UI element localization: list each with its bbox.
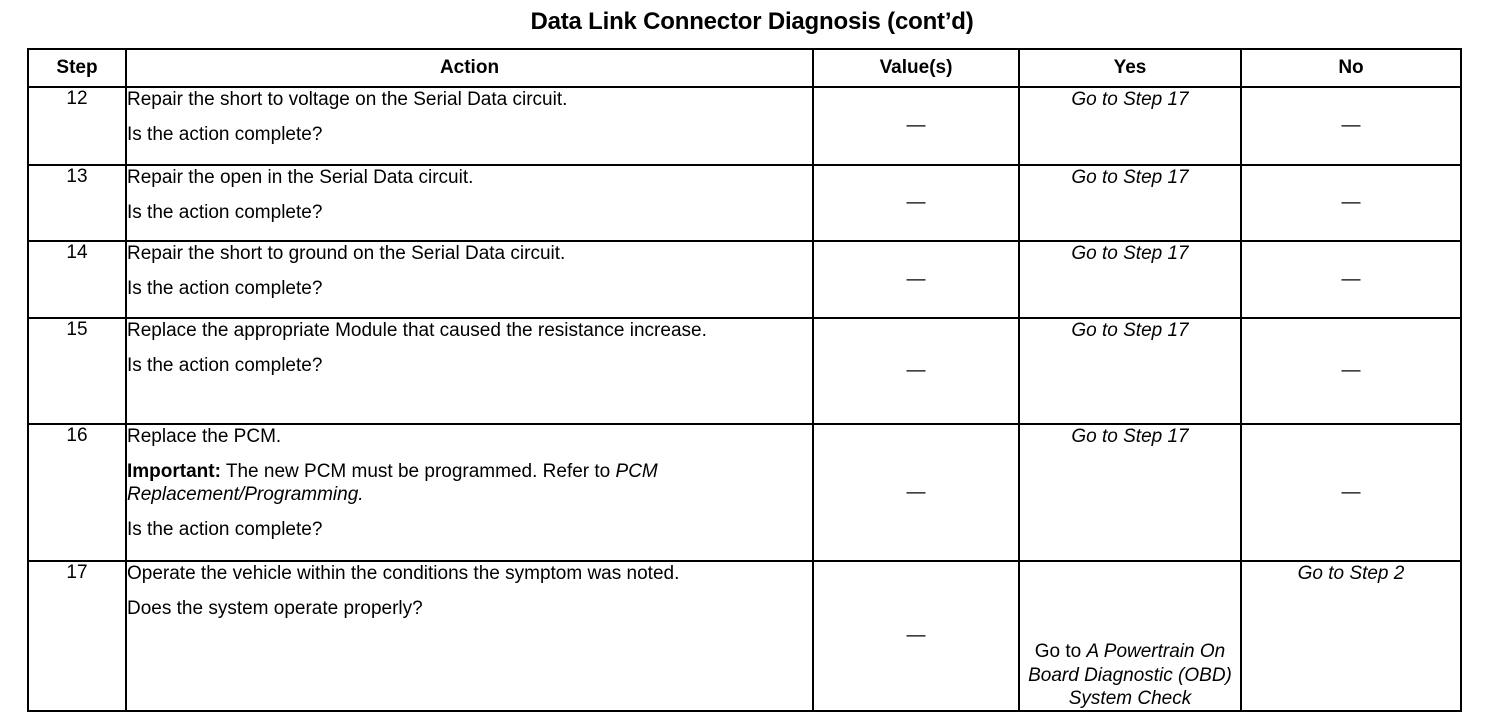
action-text: Repair the short to voltage on the Seria…	[127, 89, 568, 110]
column-header-value: Value(s)	[812, 48, 1020, 88]
action-text: Replace the appropriate Module that caus…	[127, 320, 707, 341]
value-cell: —	[812, 317, 1020, 425]
action-question: Is the action complete?	[127, 518, 323, 540]
important-label: Important:	[127, 460, 221, 482]
table-header-row: Step Action Value(s) Yes No	[27, 48, 1462, 88]
no-cell: Go to Step 2	[1240, 560, 1462, 712]
action-text: Operate the vehicle within the condition…	[127, 563, 680, 584]
value-cell: —	[812, 240, 1020, 319]
yes-cell: Go to Step 17	[1018, 317, 1242, 425]
yes-cell: Go to Step 17	[1018, 164, 1242, 242]
no-cell: —	[1240, 240, 1462, 319]
yes-cell: Go to Step 17	[1018, 423, 1242, 562]
value-cell: —	[812, 560, 1020, 712]
action-cell: Operate the vehicle within the condition…	[125, 560, 814, 712]
action-question: Is the action complete?	[127, 277, 323, 299]
action-cell: Replace the appropriate Module that caus…	[125, 317, 814, 425]
action-cell: Repair the open in the Serial Data circu…	[125, 164, 814, 242]
column-header-no: No	[1240, 48, 1462, 88]
no-cell: —	[1240, 423, 1462, 562]
action-question: Is the action complete?	[127, 354, 323, 376]
column-header-action: Action	[125, 48, 814, 88]
no-cell: —	[1240, 164, 1462, 242]
no-cell: —	[1240, 86, 1462, 166]
action-question: Is the action complete?	[127, 201, 323, 223]
step-number: 14	[27, 240, 127, 319]
action-text: Repair the short to ground on the Serial…	[127, 243, 566, 264]
no-cell: —	[1240, 317, 1462, 425]
important-reference: PCM Replacement/Programming.	[127, 460, 658, 506]
value-cell: —	[812, 86, 1020, 166]
table-row: 14 Repair the short to ground on the Ser…	[27, 240, 1462, 319]
step-number: 12	[27, 86, 127, 166]
table-row: 12 Repair the short to voltage on the Se…	[27, 86, 1462, 166]
table-row: 17 Operate the vehicle within the condit…	[27, 560, 1462, 712]
yes-cell: Go to Step 17	[1018, 86, 1242, 166]
table-row: 13 Repair the open in the Serial Data ci…	[27, 164, 1462, 242]
step-number: 16	[27, 423, 127, 562]
step-number: 13	[27, 164, 127, 242]
yes-prefix: Go to	[1034, 641, 1087, 663]
step-number: 15	[27, 317, 127, 425]
yes-reference: A Powertrain On Board Diagnostic (OBD) S…	[1028, 641, 1232, 709]
action-text: Repair the open in the Serial Data circu…	[127, 167, 474, 188]
column-header-step: Step	[27, 48, 127, 88]
table-row: 16 Replace the PCM. Important: The new P…	[27, 423, 1462, 562]
value-cell: —	[812, 164, 1020, 242]
action-question: Is the action complete?	[127, 123, 323, 145]
table-row: 15 Replace the appropriate Module that c…	[27, 317, 1462, 425]
page-title: Data Link Connector Diagnosis (cont’d)	[530, 8, 974, 35]
action-important-note: Important: The new PCM must be programme…	[127, 460, 812, 507]
yes-cell: Go to A Powertrain On Board Diagnostic (…	[1018, 560, 1242, 712]
important-body: The new PCM must be programmed. Refer to	[220, 460, 616, 482]
action-cell: Replace the PCM. Important: The new PCM …	[125, 423, 814, 562]
action-cell: Repair the short to voltage on the Seria…	[125, 86, 814, 166]
action-text: Replace the PCM.	[127, 426, 282, 447]
value-cell: —	[812, 423, 1020, 562]
action-cell: Repair the short to ground on the Serial…	[125, 240, 814, 319]
yes-cell: Go to Step 17	[1018, 240, 1242, 319]
column-header-yes: Yes	[1018, 48, 1242, 88]
diagnosis-table: Step Action Value(s) Yes No 12 Repair th…	[27, 48, 1462, 712]
step-number: 17	[27, 560, 127, 712]
action-question: Does the system operate properly?	[127, 597, 423, 619]
